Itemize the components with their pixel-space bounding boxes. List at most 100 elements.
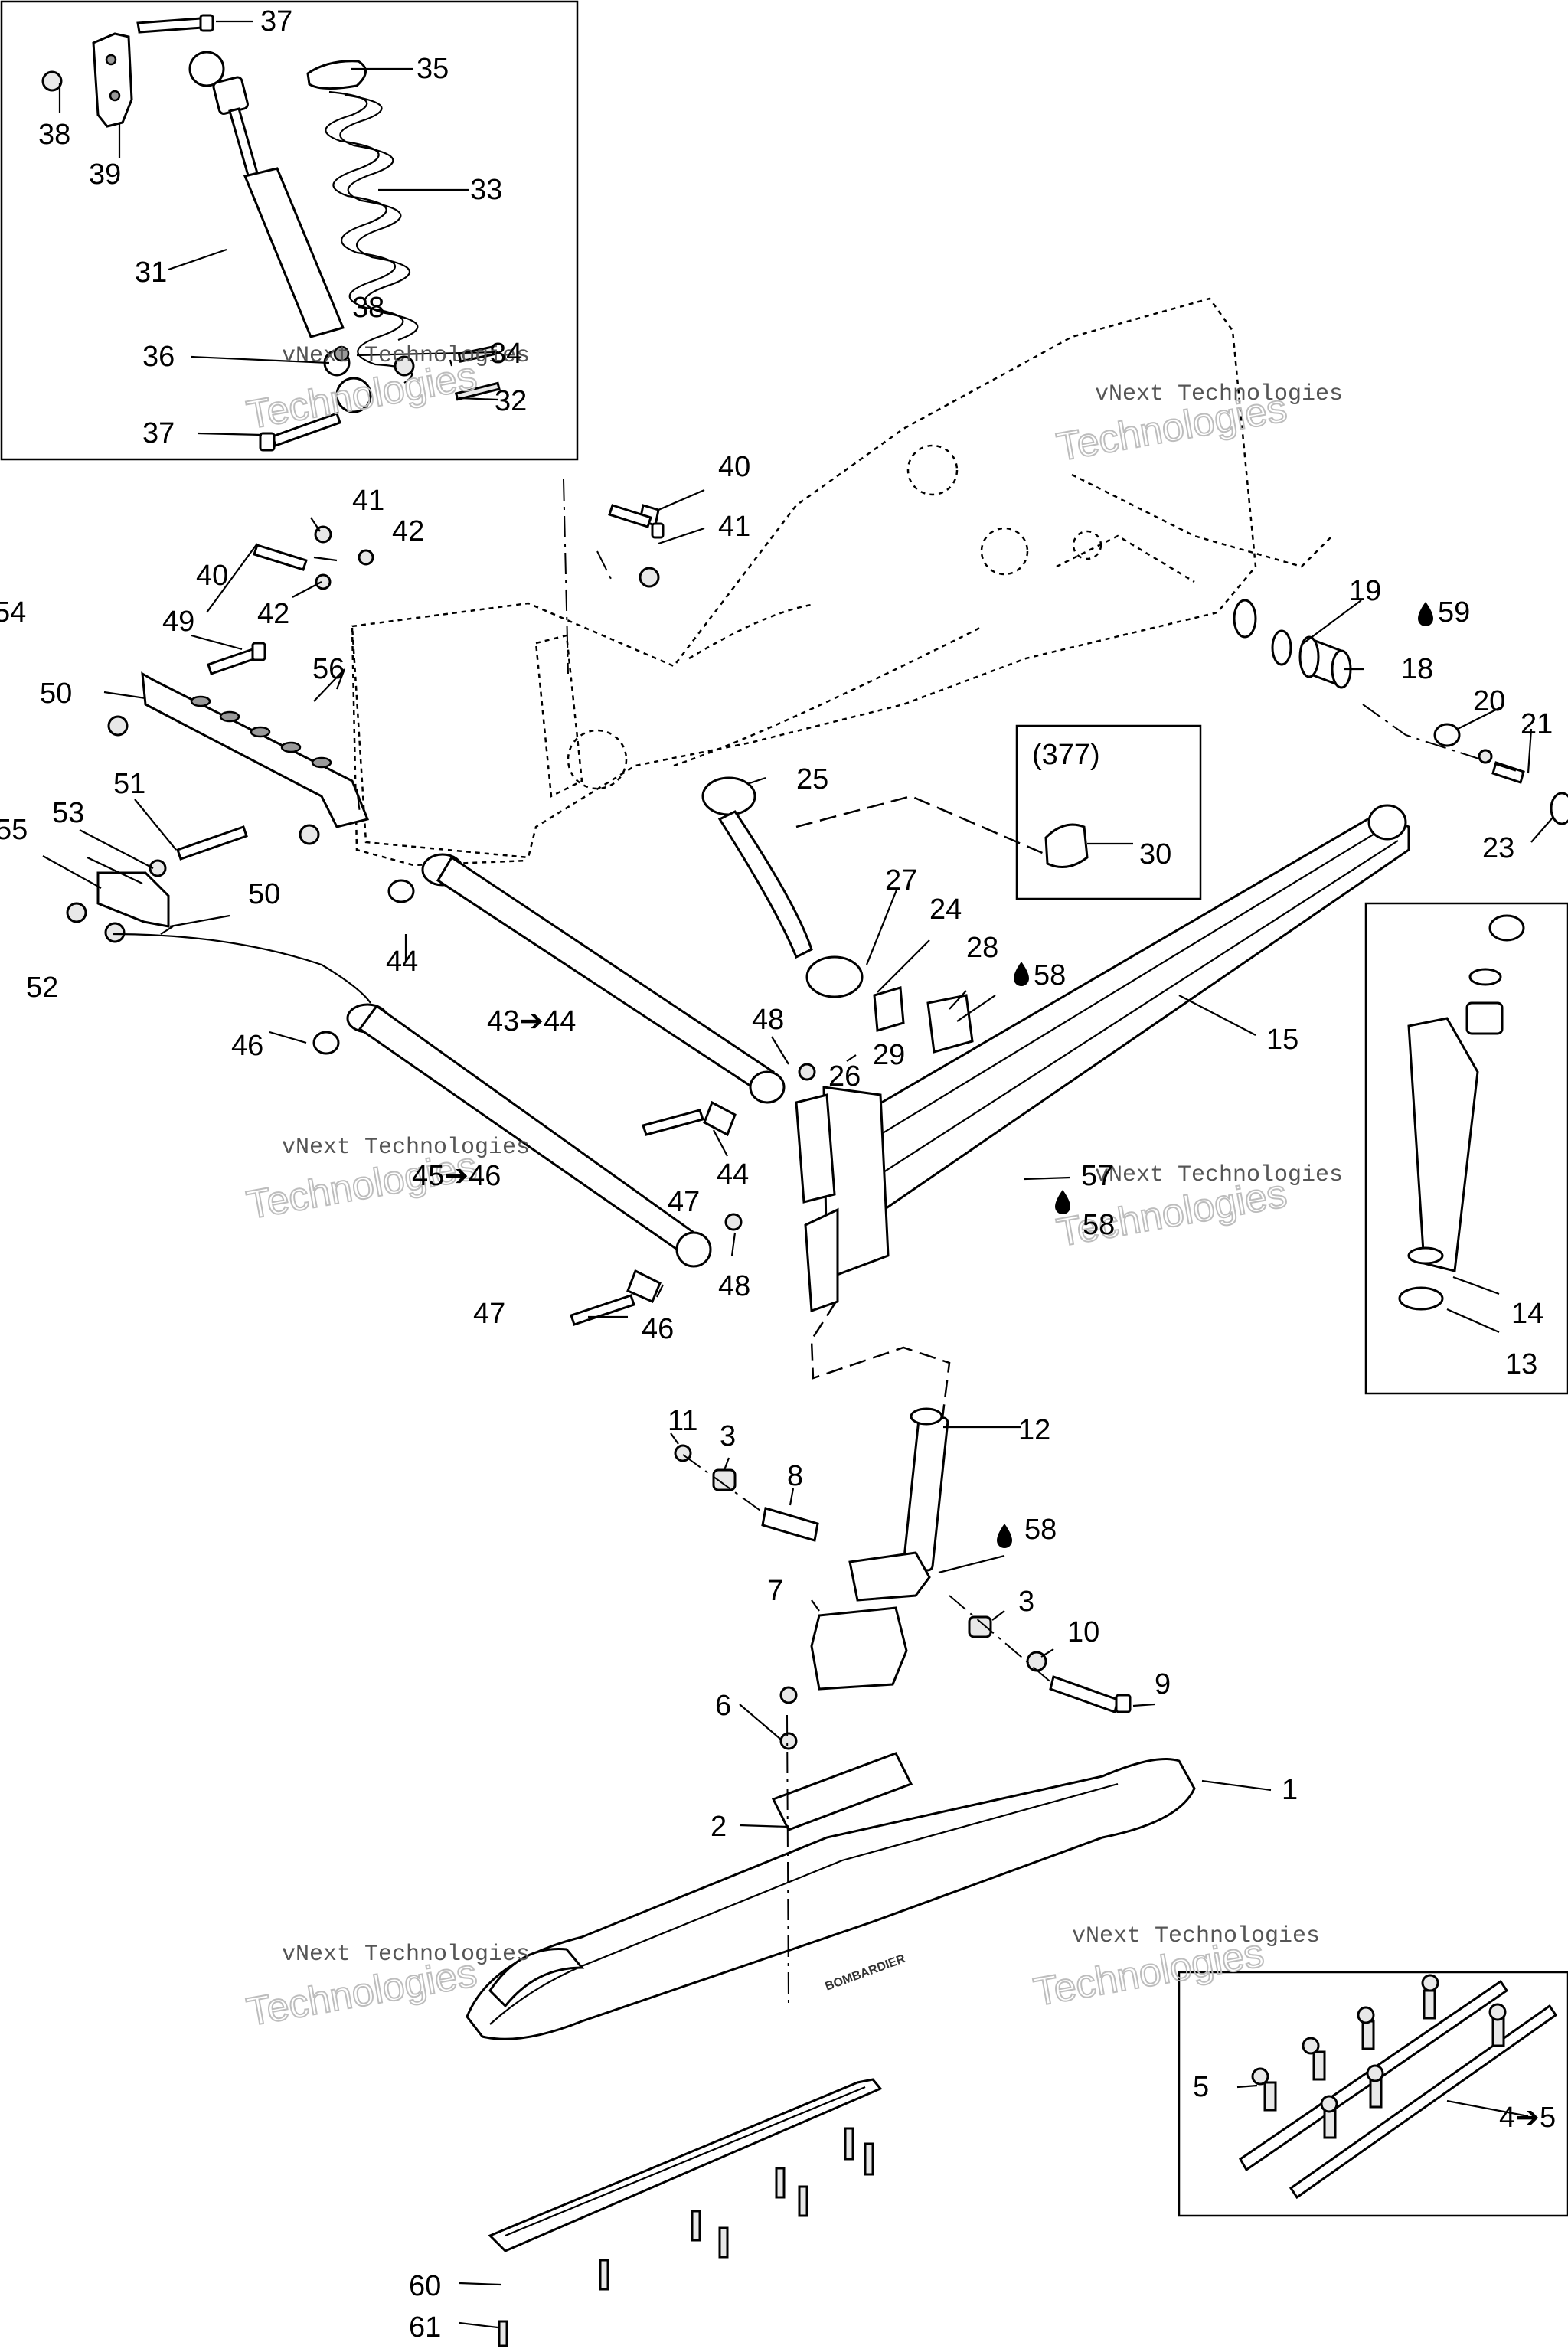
callout: 46 — [231, 1030, 263, 1062]
callout: 21 — [1521, 708, 1553, 740]
callout: 58 — [1034, 959, 1066, 991]
svg-text:vNext Technologies: vNext Technologies — [282, 343, 530, 369]
callout: 40 — [196, 560, 228, 592]
callout: (377) — [1032, 739, 1100, 771]
callout: 13 — [1505, 1348, 1537, 1380]
callout: 29 — [873, 1039, 905, 1071]
spindle-detail — [1398, 914, 1525, 1311]
callout: 57 — [1081, 1160, 1113, 1192]
wear-bars — [1239, 1974, 1558, 2200]
washer-20 — [1433, 723, 1461, 747]
svg-text:vNext Technologies: vNext Technologies — [1072, 1923, 1320, 1949]
callout: 25 — [796, 763, 828, 795]
callout: 51 — [113, 768, 145, 800]
callout: 48 — [752, 1004, 784, 1036]
callout: 6 — [715, 1690, 731, 1722]
callout: 45➔46 — [412, 1160, 501, 1192]
callout: 53 — [52, 797, 84, 829]
callout: 42 — [392, 515, 424, 547]
callout: 28 — [966, 932, 998, 964]
callout: 37 — [142, 417, 175, 449]
front-bracket — [141, 671, 370, 828]
chassis-frame — [351, 297, 1333, 867]
callout: 19 — [1349, 575, 1381, 607]
runner-60 — [488, 2078, 883, 2252]
bolt-21 — [1491, 761, 1525, 784]
callout: 14 — [1511, 1298, 1544, 1330]
shock-bracket — [92, 32, 133, 128]
trailing-arm — [795, 804, 1410, 1313]
callout: 37 — [260, 5, 292, 38]
cap-30 — [1044, 823, 1089, 868]
callout: 18 — [1401, 653, 1433, 685]
callout: 58 — [1024, 1514, 1057, 1546]
callout: 5 — [1193, 2071, 1209, 2103]
callout: 42 — [257, 598, 289, 630]
callout: 60 — [409, 2270, 441, 2302]
callout: 33 — [470, 174, 502, 206]
bushing-3b — [968, 1615, 992, 1638]
callout: 3 — [720, 1420, 736, 1452]
lower-link-45 — [346, 1003, 712, 1268]
callout: 44 — [717, 1158, 749, 1191]
oil-drop-icon — [1055, 1190, 1070, 1214]
callout: 40 — [718, 451, 750, 483]
callout: 61 — [409, 2311, 441, 2344]
oil-drop-icon — [997, 1524, 1012, 1548]
bushing-7 — [810, 1606, 908, 1690]
callout: 36 — [142, 341, 175, 373]
callout: 55 — [0, 814, 28, 846]
callout: 11 — [668, 1405, 697, 1437]
ski — [466, 1752, 1196, 2040]
callout: 47 — [473, 1298, 505, 1330]
callout: 30 — [1139, 838, 1171, 871]
callout: 54 — [0, 596, 26, 629]
svg-text:vNext Technologies: vNext Technologies — [282, 1942, 530, 1968]
spacer-34 — [457, 345, 495, 363]
callout: 8 — [787, 1460, 803, 1492]
upper-link-43 — [421, 853, 786, 1104]
callout: 4➔5 — [1499, 2102, 1556, 2134]
callout: 59 — [1438, 596, 1470, 629]
callout: 12 — [1018, 1414, 1050, 1446]
callout: 27 — [885, 864, 917, 897]
callout: 49 — [162, 606, 194, 638]
pin-8 — [761, 1507, 819, 1542]
callout: 43➔44 — [487, 1005, 576, 1037]
svg-text:vNext Technologies: vNext Technologies — [1095, 1162, 1343, 1188]
callout: 35 — [416, 53, 449, 85]
callout: 48 — [718, 1270, 750, 1302]
callout: 52 — [26, 972, 58, 1004]
bushing-18 — [1233, 599, 1352, 689]
callout: 9 — [1155, 1668, 1171, 1700]
callout: 39 — [89, 158, 121, 191]
callout: 24 — [929, 893, 962, 926]
callout: 41 — [352, 485, 384, 517]
callout: 1 — [1282, 1774, 1298, 1806]
callout: 15 — [1266, 1024, 1298, 1056]
coil-spring — [306, 60, 419, 384]
ski-brand-text: BOMBARDIER — [824, 1952, 908, 1994]
bolt-9 — [1049, 1675, 1119, 1713]
callout-labels: 37 35 38 39 33 31 38 36 34 32 37 40 41 4… — [0, 5, 1556, 2344]
plate-55 — [96, 871, 170, 928]
callout: 38 — [352, 292, 384, 324]
callout: 20 — [1473, 685, 1505, 717]
steering-arm — [701, 776, 974, 1054]
callout: 50 — [248, 878, 280, 910]
callout: 58 — [1083, 1209, 1115, 1241]
callout: 34 — [490, 338, 522, 370]
callout: 38 — [38, 119, 70, 151]
callout: 47 — [668, 1186, 700, 1218]
callout: 32 — [495, 385, 527, 417]
spindle-12 — [848, 1407, 949, 1602]
callout: 26 — [828, 1060, 861, 1093]
kit-box-377 — [1015, 724, 1202, 900]
callout: 31 — [135, 256, 167, 289]
callout: 46 — [642, 1313, 674, 1345]
callout: 2 — [710, 1811, 727, 1843]
callout: 3 — [1018, 1586, 1034, 1618]
callout: 10 — [1067, 1616, 1099, 1648]
screws-61 — [498, 2127, 874, 2347]
leader-lines — [42, 488, 1553, 2329]
